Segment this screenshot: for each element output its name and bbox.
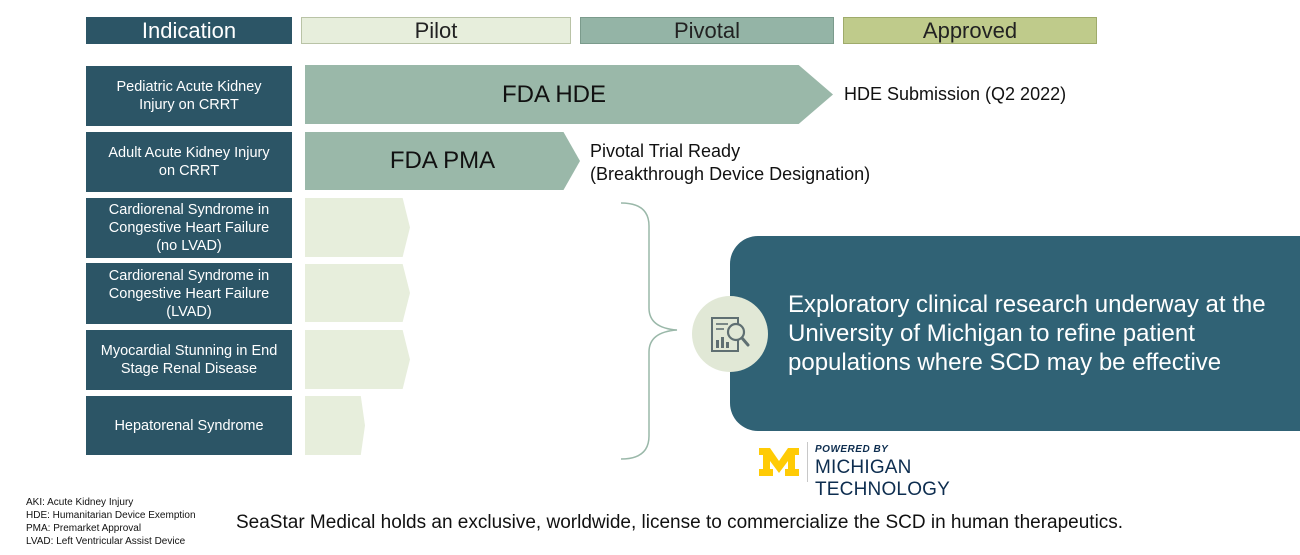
footnote-pma: PMA: Premarket Approval [26,523,142,534]
arrow-pilot-cardiorenal-no-lvad [305,198,410,257]
header-indication: Indication [86,17,292,44]
michigan-technology-logo: POWERED BY MICHIGAN TECHNOLOGY [758,442,1048,500]
footnote-lvad: LVAD: Left Ventricular Assist Device [26,536,186,547]
michigan-technology-label: MICHIGAN TECHNOLOGY [815,457,951,500]
abbreviation-footnotes: AKI: Acute Kidney Injury HDE: Humanitari… [26,496,196,548]
research-report-magnifier-icon [692,296,768,372]
arrow-fda-pma-label: FDA PMA [389,147,496,174]
arrow-pilot-cardiorenal-lvad [305,264,410,322]
license-statement: SeaStar Medical holds an exclusive, worl… [236,512,1124,533]
footnote-hde: HDE: Humanitarian Device Exemption [26,510,196,521]
exploratory-research-box [730,236,1300,431]
footnote-aki: AKI: Acute Kidney Injury [26,497,134,508]
arrow-pilot-hepatorenal [305,396,365,455]
exploratory-research-text: Exploratory clinical research underway a… [788,291,1266,376]
arrow-fda-pma: FDA PMA [305,132,580,190]
indication-hepatorenal: Hepatorenal Syndrome [86,396,292,455]
grouping-brace [620,202,678,460]
header-pivotal: Pivotal [580,17,834,44]
pma-status-note: Pivotal Trial Ready (Breakthrough Device… [590,141,871,184]
arrow-pilot-myocardial-stunning [305,330,410,389]
block-m-logo-icon [758,447,800,477]
powered-by-label: POWERED BY [815,444,889,455]
header-approved: Approved [843,17,1097,44]
arrow-fda-hde-label: FDA HDE [501,80,606,108]
hde-status-note: HDE Submission (Q2 2022) [844,84,1067,104]
logo-divider [807,442,808,482]
arrow-fda-hde: FDA HDE [305,65,833,124]
header-pilot: Pilot [301,17,571,44]
